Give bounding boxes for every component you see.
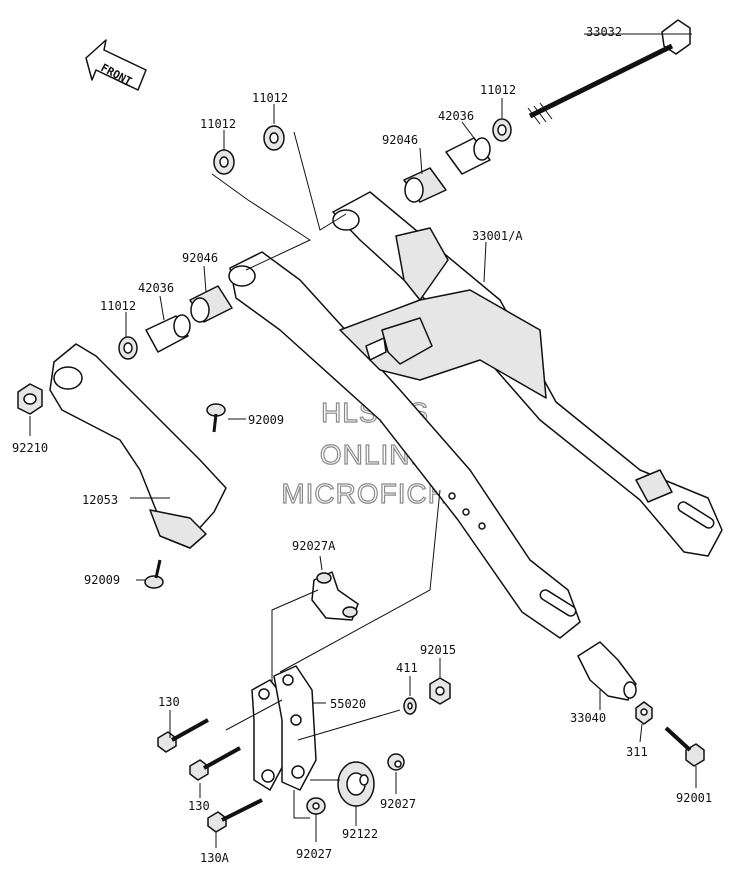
label-33001A[interactable]: 33001/A [472,229,523,243]
label-92009-lower[interactable]: 92009 [84,573,120,587]
bolt-130-upper[interactable] [157,718,209,753]
label-411[interactable]: 411 [396,661,418,675]
bolt-92001[interactable] [664,726,705,767]
bolt-130A[interactable] [207,798,263,833]
label-130-upper[interactable]: 130 [158,695,180,709]
label-92027-lower[interactable]: 92027 [296,847,332,861]
label-11012-top-right[interactable]: 11012 [480,83,516,97]
spacer-42036-left[interactable] [145,314,191,353]
label-92046-top[interactable]: 92046 [382,133,418,147]
label-33040[interactable]: 33040 [570,711,606,725]
label-42036-top[interactable]: 42036 [438,109,474,123]
nut-311[interactable] [635,701,653,725]
screw-92009-upper[interactable] [206,403,226,433]
washer-411[interactable] [403,697,417,715]
label-92009-upper[interactable]: 92009 [248,413,284,427]
label-92015[interactable]: 92015 [420,643,456,657]
chain-guide-part[interactable] [49,343,227,549]
seal-11012-left[interactable] [118,336,138,360]
label-11012-left[interactable]: 11012 [100,299,136,313]
spacer-42036-top[interactable] [445,137,491,175]
label-33032[interactable]: 33032 [586,25,622,39]
label-92046-left[interactable]: 92046 [182,251,218,265]
label-92122[interactable]: 92122 [342,827,378,841]
label-92210[interactable]: 92210 [12,441,48,455]
bearing-92046-top[interactable] [403,167,447,203]
front-arrow-icon: FRONT [85,39,147,91]
seal-11012-top-mid[interactable] [263,125,285,151]
chain-adjuster-33040[interactable] [577,641,637,701]
label-92001[interactable]: 92001 [676,791,712,805]
nut-92015[interactable] [429,677,451,705]
label-11012-top-left[interactable]: 11012 [200,117,236,131]
bearing-92122[interactable] [337,761,375,807]
screw-92009-lower[interactable] [144,559,164,589]
part-labels: 33032 11012 42036 92046 33001/A 11012 11… [12,25,712,865]
collar-92027-lower[interactable] [306,797,326,815]
bolt-130-lower[interactable] [189,746,241,781]
label-92027A[interactable]: 92027A [292,539,336,553]
label-92027-right[interactable]: 92027 [380,797,416,811]
collar-92027-right[interactable] [387,753,405,771]
label-11012-top-mid[interactable]: 11012 [252,91,288,105]
collar-92027A[interactable] [311,571,359,621]
bolt-33032[interactable] [527,19,691,125]
swing-arm-part[interactable] [228,191,723,639]
seal-11012-top-left[interactable] [213,149,235,175]
label-12053[interactable]: 12053 [82,493,118,507]
label-42036-left[interactable]: 42036 [138,281,174,295]
label-55020[interactable]: 55020 [330,697,366,711]
seal-11012-top-right[interactable] [492,118,512,142]
label-130-lower[interactable]: 130 [188,799,210,813]
label-130A[interactable]: 130A [200,851,230,865]
label-311[interactable]: 311 [626,745,648,759]
bearing-92046-left[interactable] [189,285,233,323]
leader-lines [29,33,697,848]
nut-92210[interactable] [17,383,43,415]
rocker-arm-55020[interactable] [251,665,317,791]
